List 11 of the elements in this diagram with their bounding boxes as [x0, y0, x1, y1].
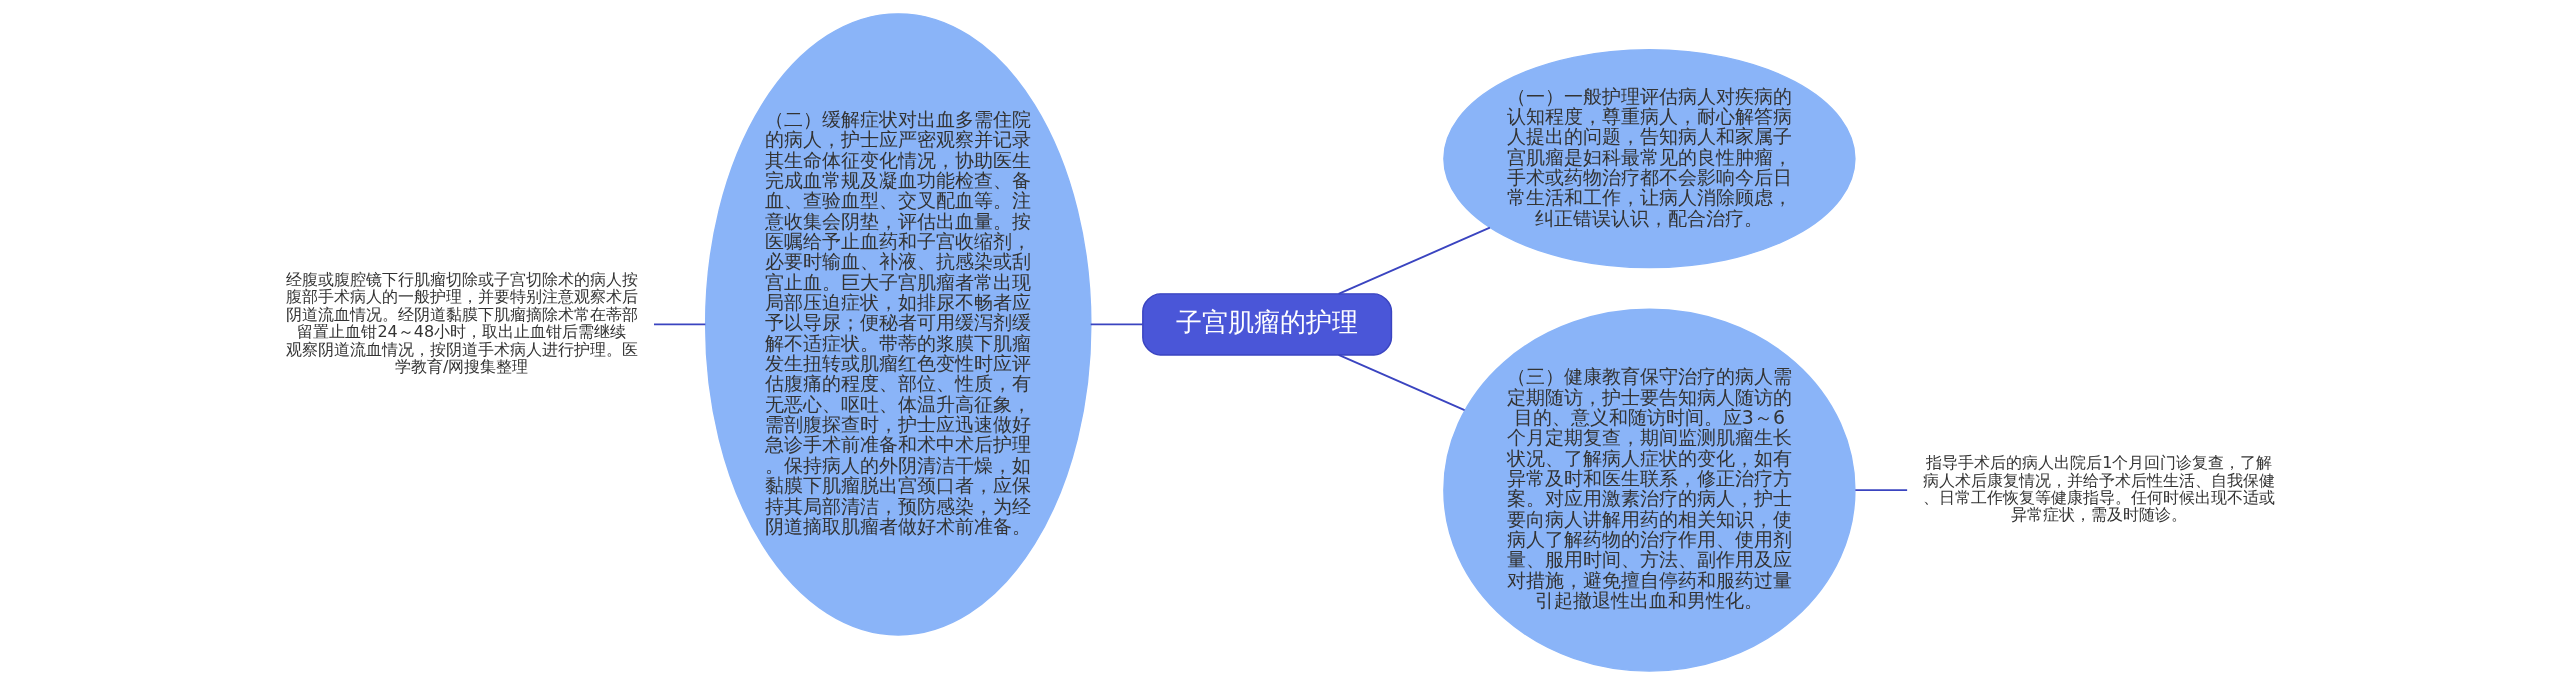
- node-box: 子宫肌瘤的护理: [1141, 293, 1392, 356]
- connector: [652, 323, 706, 326]
- node-ellipse: （三）健康教育保守治疗的病人需定期随访，护士要告知病人随访的目的、意义和随访时间。应3～6个月定期复查，期间监测肌瘤生长状况、了解病人症状的变化，如有异常及时和医生联系，修正治疗方案。对应用激素治疗的病人，护士要向病人讲解用药的相关知识，使病人了解药物的治疗作用、使用剂量、服用时间、方法、副作用及应对措施，避免擅自停药和服药过量引起撤退性出血和男性化。: [1442, 308, 1856, 672]
- node-text: 经腹或腹腔镜下行肌瘤切除或子宫切除术的病人按腹部手术病人的一般护理，并要特别注意观察术后阴道流血情况。经阴道黏膜下肌瘤摘除术常在蒂部留置止血钳24～48小时，取出止血钳后需继续观察阴道流血情况，按阴道手术病人进行护理。医学教育/网搜集整理: [285, 269, 638, 377]
- node-ellipse: （一）一般护理评估病人对疾病的认知程度，尊重病人，耐心解答病人提出的问题，告知病人和家属子宫肌瘤是妇科最常见的良性肿瘤，手术或药物治疗都不会影响今后日常生活和工作，让病人消除顾虑，纠正错误认识，配合治疗。: [1442, 49, 1856, 269]
- node-text: 指导手术后的病人出院后1个月回门诊复查，了解病人术后康复情况，并给予术后性生活、自我保健、日常工作恢复等健康指导。任何时候出现不适或异常症状，需及时随诊。: [1922, 453, 2275, 525]
- connector: [1089, 323, 1144, 326]
- node-ellipse: （二）缓解症状对出血多需住院的病人，护士应严密观察并记录其生命体征变化情况，协助医生完成血常规及凝血功能检查、备血、查验血型、交叉配血等。注意收集会阴垫，评估出血量。按医嘱给予止血药和子宫收缩剂，必要时输血、补液、抗感染或刮宫止血。巨大子宫肌瘤者常出现局部压迫症状，如排尿不畅者应予以导尿；便秘者可用缓泻剂缓解不适症状。带蒂的浆膜下肌瘤发生扭转或肌瘤红色变性时应评估腹痛的程度、部位、性质，有无恶心、呕吐、体温升高征象，需剖腹探查时，护士应迅速做好急诊手术前准备和术中术后护理。保持病人的外阴清洁干燥，如黏膜下肌瘤脱出宫颈口者，应保持其局部清洁，预防感染，为经阴道摘取肌瘤者做好术前准备。: [704, 13, 1092, 636]
- connector: [1337, 354, 1465, 411]
- connector: [1853, 489, 1908, 492]
- connector: [1337, 226, 1491, 295]
